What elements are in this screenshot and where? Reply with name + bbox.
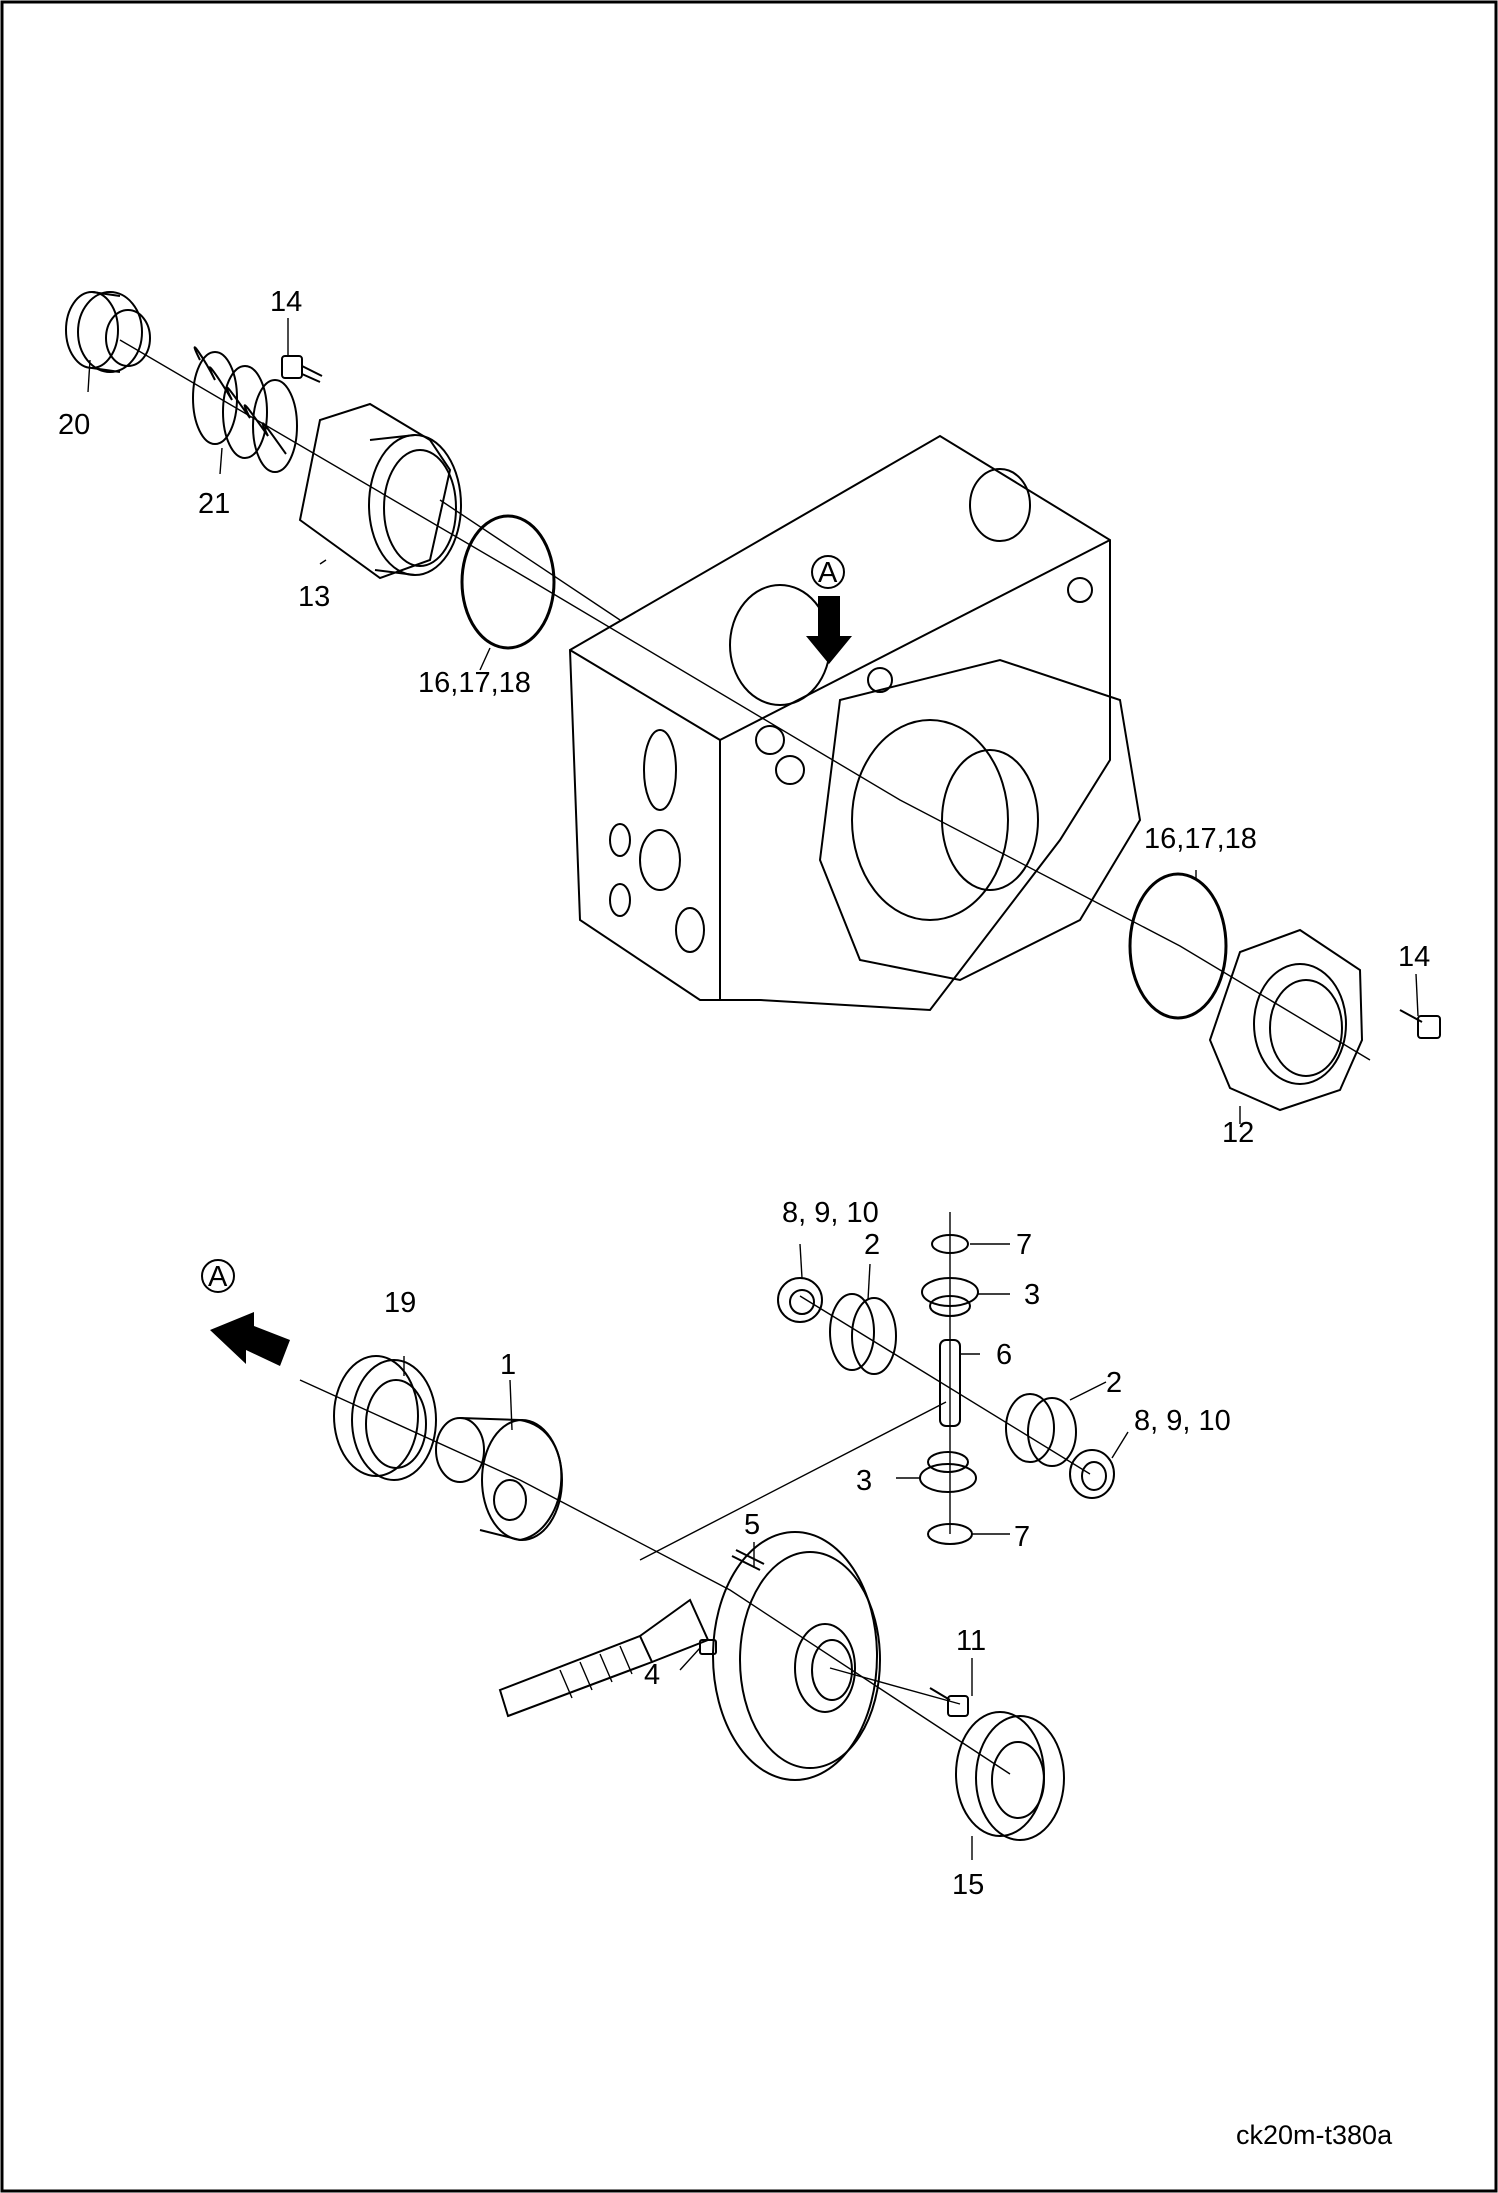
part-8-9-10-washer-bottom (1069, 1449, 1115, 1499)
callout-14-top: 14 (270, 286, 302, 318)
callout-11: 11 (956, 1625, 986, 1657)
part-5-pin (731, 1549, 765, 1571)
part-8-9-10-washer-top (777, 1277, 823, 1323)
callout-8-9-10-bottom: 8, 9, 10 (1134, 1405, 1231, 1437)
part-21-spring (192, 346, 298, 473)
view-a-arrow-top: A (806, 555, 852, 664)
callout-12: 12 (1222, 1117, 1254, 1149)
lower-center-lines (299, 1212, 1091, 1775)
part-3-pinion-bottom (919, 1451, 977, 1493)
callout-2-right: 2 (1106, 1367, 1122, 1399)
part-16-17-18-oring-right (1128, 872, 1228, 1020)
callout-4: 4 (644, 1659, 660, 1691)
ring-gear (712, 1531, 881, 1781)
pinion-shaft (498, 1598, 710, 1718)
callout-3-bottom: 3 (856, 1465, 872, 1497)
part-2-side-gear-right (1005, 1393, 1077, 1467)
callout-14-right: 14 (1398, 941, 1430, 973)
transmission-case (568, 434, 1142, 1012)
callout-16-17-18-top: 16,17,18 (418, 667, 531, 699)
view-a-arrow-bottom: A (201, 1259, 290, 1366)
part-19-bearing (333, 1355, 437, 1481)
callout-5: 5 (744, 1509, 760, 1541)
part-12-flange (1208, 928, 1364, 1112)
part-13-flange (298, 402, 462, 580)
callout-7-top: 7 (1016, 1229, 1032, 1261)
part-2-side-gear-left (829, 1293, 897, 1375)
callout-2-left: 2 (864, 1229, 880, 1261)
part-14-bolt-top (281, 355, 323, 383)
callout-3-top: 3 (1024, 1279, 1040, 1311)
callout-8-9-10-top: 8, 9, 10 (782, 1197, 879, 1229)
part-14-bolt-right (1399, 1009, 1441, 1039)
callout-13: 13 (298, 581, 330, 613)
callout-20: 20 (58, 409, 90, 441)
callout-19: 19 (384, 1287, 416, 1319)
callout-21: 21 (198, 488, 230, 520)
part-4-pin (699, 1639, 717, 1655)
view-a-marker-bottom: A (208, 1261, 228, 1293)
drawing-code: ck20m-t380a (1236, 2120, 1393, 2150)
callout-7-bottom: 7 (1014, 1521, 1030, 1553)
part-16-17-18-oring-top (460, 514, 556, 650)
part-15-bearing (955, 1711, 1065, 1841)
callout-1: 1 (500, 1349, 516, 1381)
callout-6: 6 (996, 1339, 1012, 1371)
callout-15: 15 (952, 1869, 984, 1901)
part-11-bolt (929, 1687, 969, 1717)
part-1-diff-case (435, 1417, 563, 1542)
callout-16-17-18-right: 16,17,18 (1144, 823, 1257, 855)
upper-center-lines (119, 339, 1371, 1061)
part-20-cap (65, 291, 151, 373)
leader-lines (87, 318, 1419, 1860)
view-a-marker-top: A (818, 557, 838, 589)
